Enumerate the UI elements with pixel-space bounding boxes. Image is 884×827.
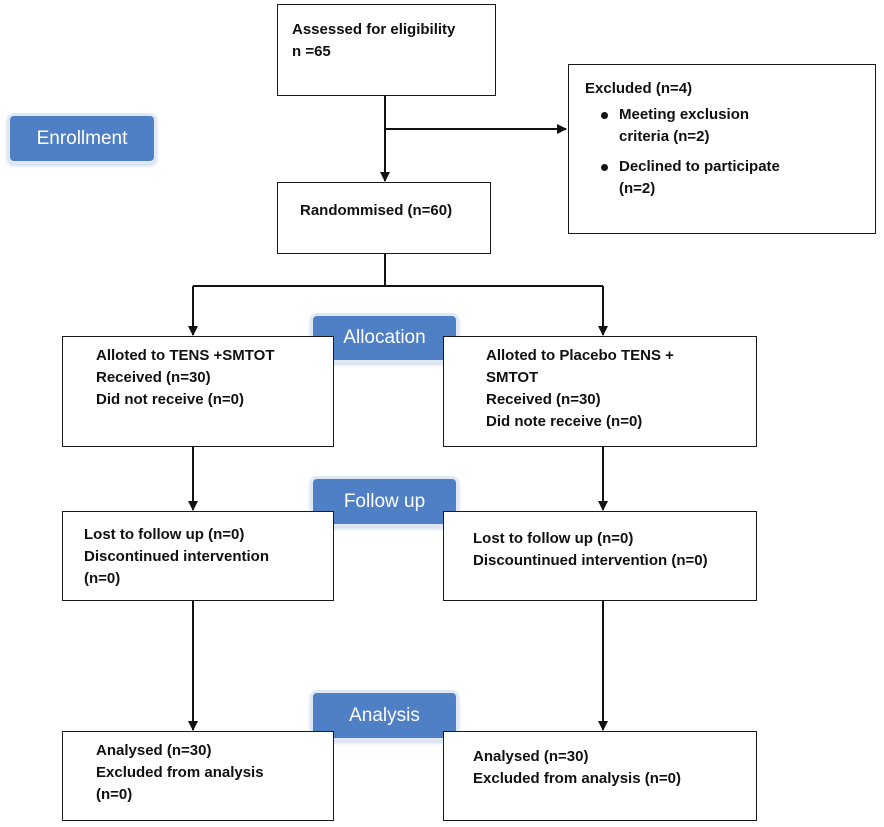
analysis-left-analysed: Analysed (n=30) [96, 742, 212, 759]
excluded-reason-text: Declined to participate (n=2) [619, 158, 780, 197]
followup-right-discontinued: Discountinued intervention (n=0) [473, 552, 708, 569]
stage-analysis: Analysis [313, 693, 456, 738]
stage-enrollment-label: Enrollment [36, 127, 128, 149]
analysis-right-box: Analysed (n=30) Excluded from analysis (… [443, 731, 757, 821]
stage-allocation: Allocation [313, 316, 456, 360]
allocation-right-received: Received (n=30) [486, 391, 601, 408]
excluded-reason-item: Declined to participate (n=2) [585, 156, 875, 200]
randomised-label: Randommised (n=60) [300, 202, 453, 219]
stage-enrollment: Enrollment [10, 116, 154, 161]
stage-analysis-label: Analysis [349, 704, 420, 726]
analysis-left-box: Analysed (n=30) Excluded from analysis (… [62, 731, 334, 821]
analysis-left-excluded-count: (n=0) [96, 786, 133, 803]
excluded-title: Excluded (n=4) [585, 80, 693, 97]
assessed-count: n =65 [292, 43, 331, 60]
excluded-reason-text: Meeting exclusion criteria (n=2) [619, 106, 750, 145]
analysis-right-excluded: Excluded from analysis (n=0) [473, 770, 681, 787]
followup-left-discontinued: Discontinued intervention [84, 548, 270, 565]
assessed-label: Assessed for eligibility [292, 21, 456, 38]
excluded-box: Excluded (n=4) Meeting exclusion criteri… [568, 64, 876, 234]
bullet-icon [601, 112, 608, 119]
assessed-box: Assessed for eligibility n =65 [277, 4, 496, 96]
allocation-right-group-cont: SMTOT [486, 369, 539, 386]
allocation-left-received: Received (n=30) [96, 369, 211, 386]
analysis-left-excluded: Excluded from analysis [96, 764, 264, 781]
randomised-box: Randommised (n=60) [277, 182, 491, 254]
excluded-reasons: Meeting exclusion criteria (n=2) Decline… [585, 104, 875, 200]
allocation-right-not-received: Did note receive (n=0) [486, 413, 643, 430]
allocation-left-group: Alloted to TENS +SMTOT [96, 347, 275, 364]
allocation-left-box: Alloted to TENS +SMTOT Received (n=30) D… [62, 336, 334, 447]
excluded-reason-item: Meeting exclusion criteria (n=2) [585, 104, 875, 148]
stage-follow-up: Follow up [313, 479, 456, 524]
followup-right-box: Lost to follow up (n=0) Discountinued in… [443, 511, 757, 601]
followup-left-lost: Lost to follow up (n=0) [84, 526, 245, 543]
stage-allocation-label: Allocation [343, 327, 426, 348]
allocation-left-not-received: Did not receive (n=0) [96, 391, 244, 408]
analysis-right-analysed: Analysed (n=30) [473, 748, 589, 765]
followup-left-discontinued-count: (n=0) [84, 570, 121, 587]
bullet-icon [601, 164, 608, 171]
followup-right-lost: Lost to follow up (n=0) [473, 530, 634, 547]
stage-follow-up-label: Follow up [343, 490, 426, 512]
followup-left-box: Lost to follow up (n=0) Discontinued int… [62, 511, 334, 601]
allocation-right-group: Alloted to Placebo TENS + [486, 347, 674, 364]
allocation-right-box: Alloted to Placebo TENS + SMTOT Received… [443, 336, 757, 447]
